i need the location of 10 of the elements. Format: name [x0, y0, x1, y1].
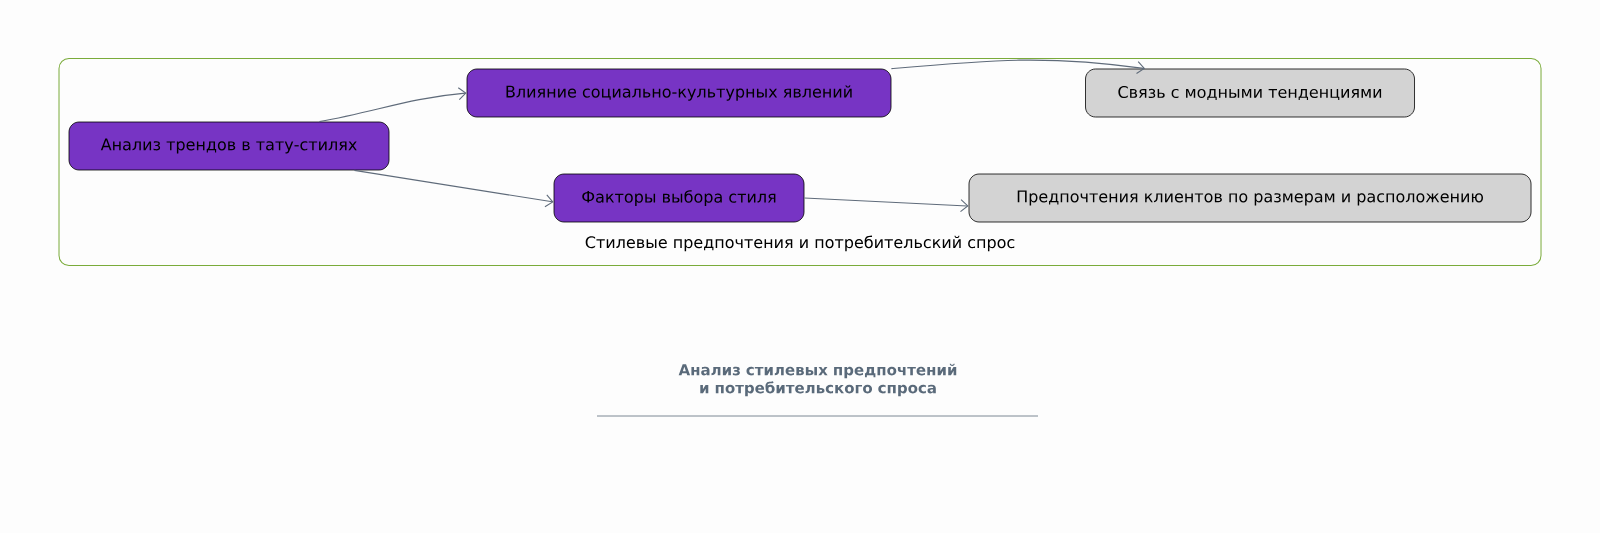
arrow [318, 87, 467, 123]
process-box: Предпочтения клиентов по размерам и расположению [968, 173, 1532, 223]
process-box: Влияние социально-культурных явлений [466, 68, 892, 118]
title: Анализ стилевых предпочтений и потребительского спроса [678, 363, 957, 397]
arrow [803, 197, 969, 213]
process-box: Факторы выбора стиля [553, 173, 805, 223]
process-box: Анализ трендов в тату-стилях [68, 121, 390, 171]
process-box: Связь с модными тенденциями [1085, 68, 1415, 118]
arrow [890, 59, 1146, 74]
arrow [353, 169, 554, 208]
